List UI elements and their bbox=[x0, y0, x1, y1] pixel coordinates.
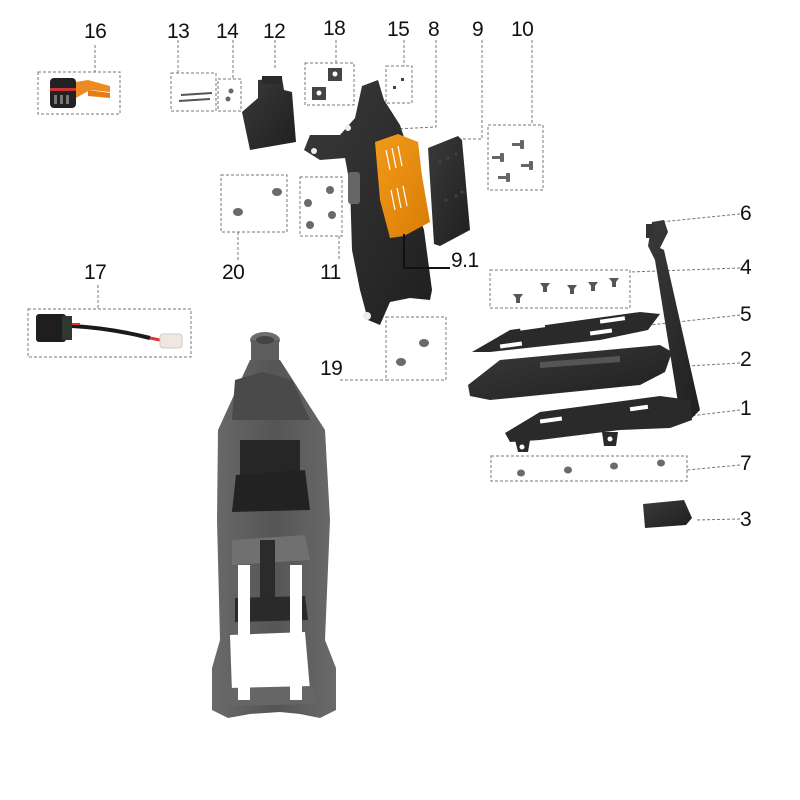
dashed-boxes bbox=[27, 62, 688, 482]
long-bolts bbox=[178, 92, 213, 102]
leader-9-1 bbox=[403, 234, 450, 269]
callout-10: 10 bbox=[511, 18, 534, 41]
callout-2: 2 bbox=[740, 348, 752, 371]
callout-4: 4 bbox=[740, 256, 752, 279]
callout-5: 5 bbox=[740, 303, 752, 326]
callout-17: 17 bbox=[84, 261, 107, 284]
screws-set-4c bbox=[517, 459, 665, 477]
callout-6: 6 bbox=[740, 202, 752, 225]
rack-tray bbox=[468, 345, 672, 400]
switch-with-harness bbox=[36, 314, 183, 349]
bike-frame bbox=[212, 332, 336, 718]
rubber-end-cap bbox=[643, 500, 692, 528]
callout-11: 11 bbox=[320, 261, 341, 284]
screws-set-2b bbox=[396, 339, 429, 366]
screws-set-4b bbox=[304, 186, 336, 229]
callout-13: 13 bbox=[167, 20, 190, 43]
orange-foam-pad bbox=[375, 134, 430, 238]
callout-9: 9 bbox=[472, 18, 484, 41]
callout-8: 8 bbox=[428, 18, 440, 41]
small-washers bbox=[225, 88, 234, 102]
screws-set-4 bbox=[492, 140, 533, 182]
callout-19: 19 bbox=[320, 357, 343, 380]
callout-1: 1 bbox=[740, 397, 752, 420]
callout-18: 18 bbox=[323, 17, 346, 40]
rubber-pad bbox=[428, 136, 470, 246]
callout-9-1: 9.1 bbox=[451, 249, 479, 272]
rear-rack-strut bbox=[646, 220, 700, 420]
countersunk-screws-5 bbox=[513, 278, 619, 303]
leader-lines bbox=[94, 40, 741, 521]
screws-set-2 bbox=[233, 188, 282, 216]
callout-3: 3 bbox=[740, 508, 752, 531]
callout-7: 7 bbox=[740, 452, 752, 475]
connector-orange-cable bbox=[50, 78, 110, 108]
callout-14: 14 bbox=[216, 20, 239, 43]
rack-top-plate bbox=[472, 312, 660, 352]
small-pins bbox=[393, 78, 404, 89]
callout-15: 15 bbox=[387, 18, 410, 41]
clip-nuts bbox=[312, 68, 342, 100]
callout-20: 20 bbox=[222, 261, 245, 284]
callout-16: 16 bbox=[84, 20, 107, 43]
controller-cover-box bbox=[242, 76, 296, 150]
callout-12: 12 bbox=[263, 20, 286, 43]
rack-base-plate bbox=[505, 396, 692, 452]
